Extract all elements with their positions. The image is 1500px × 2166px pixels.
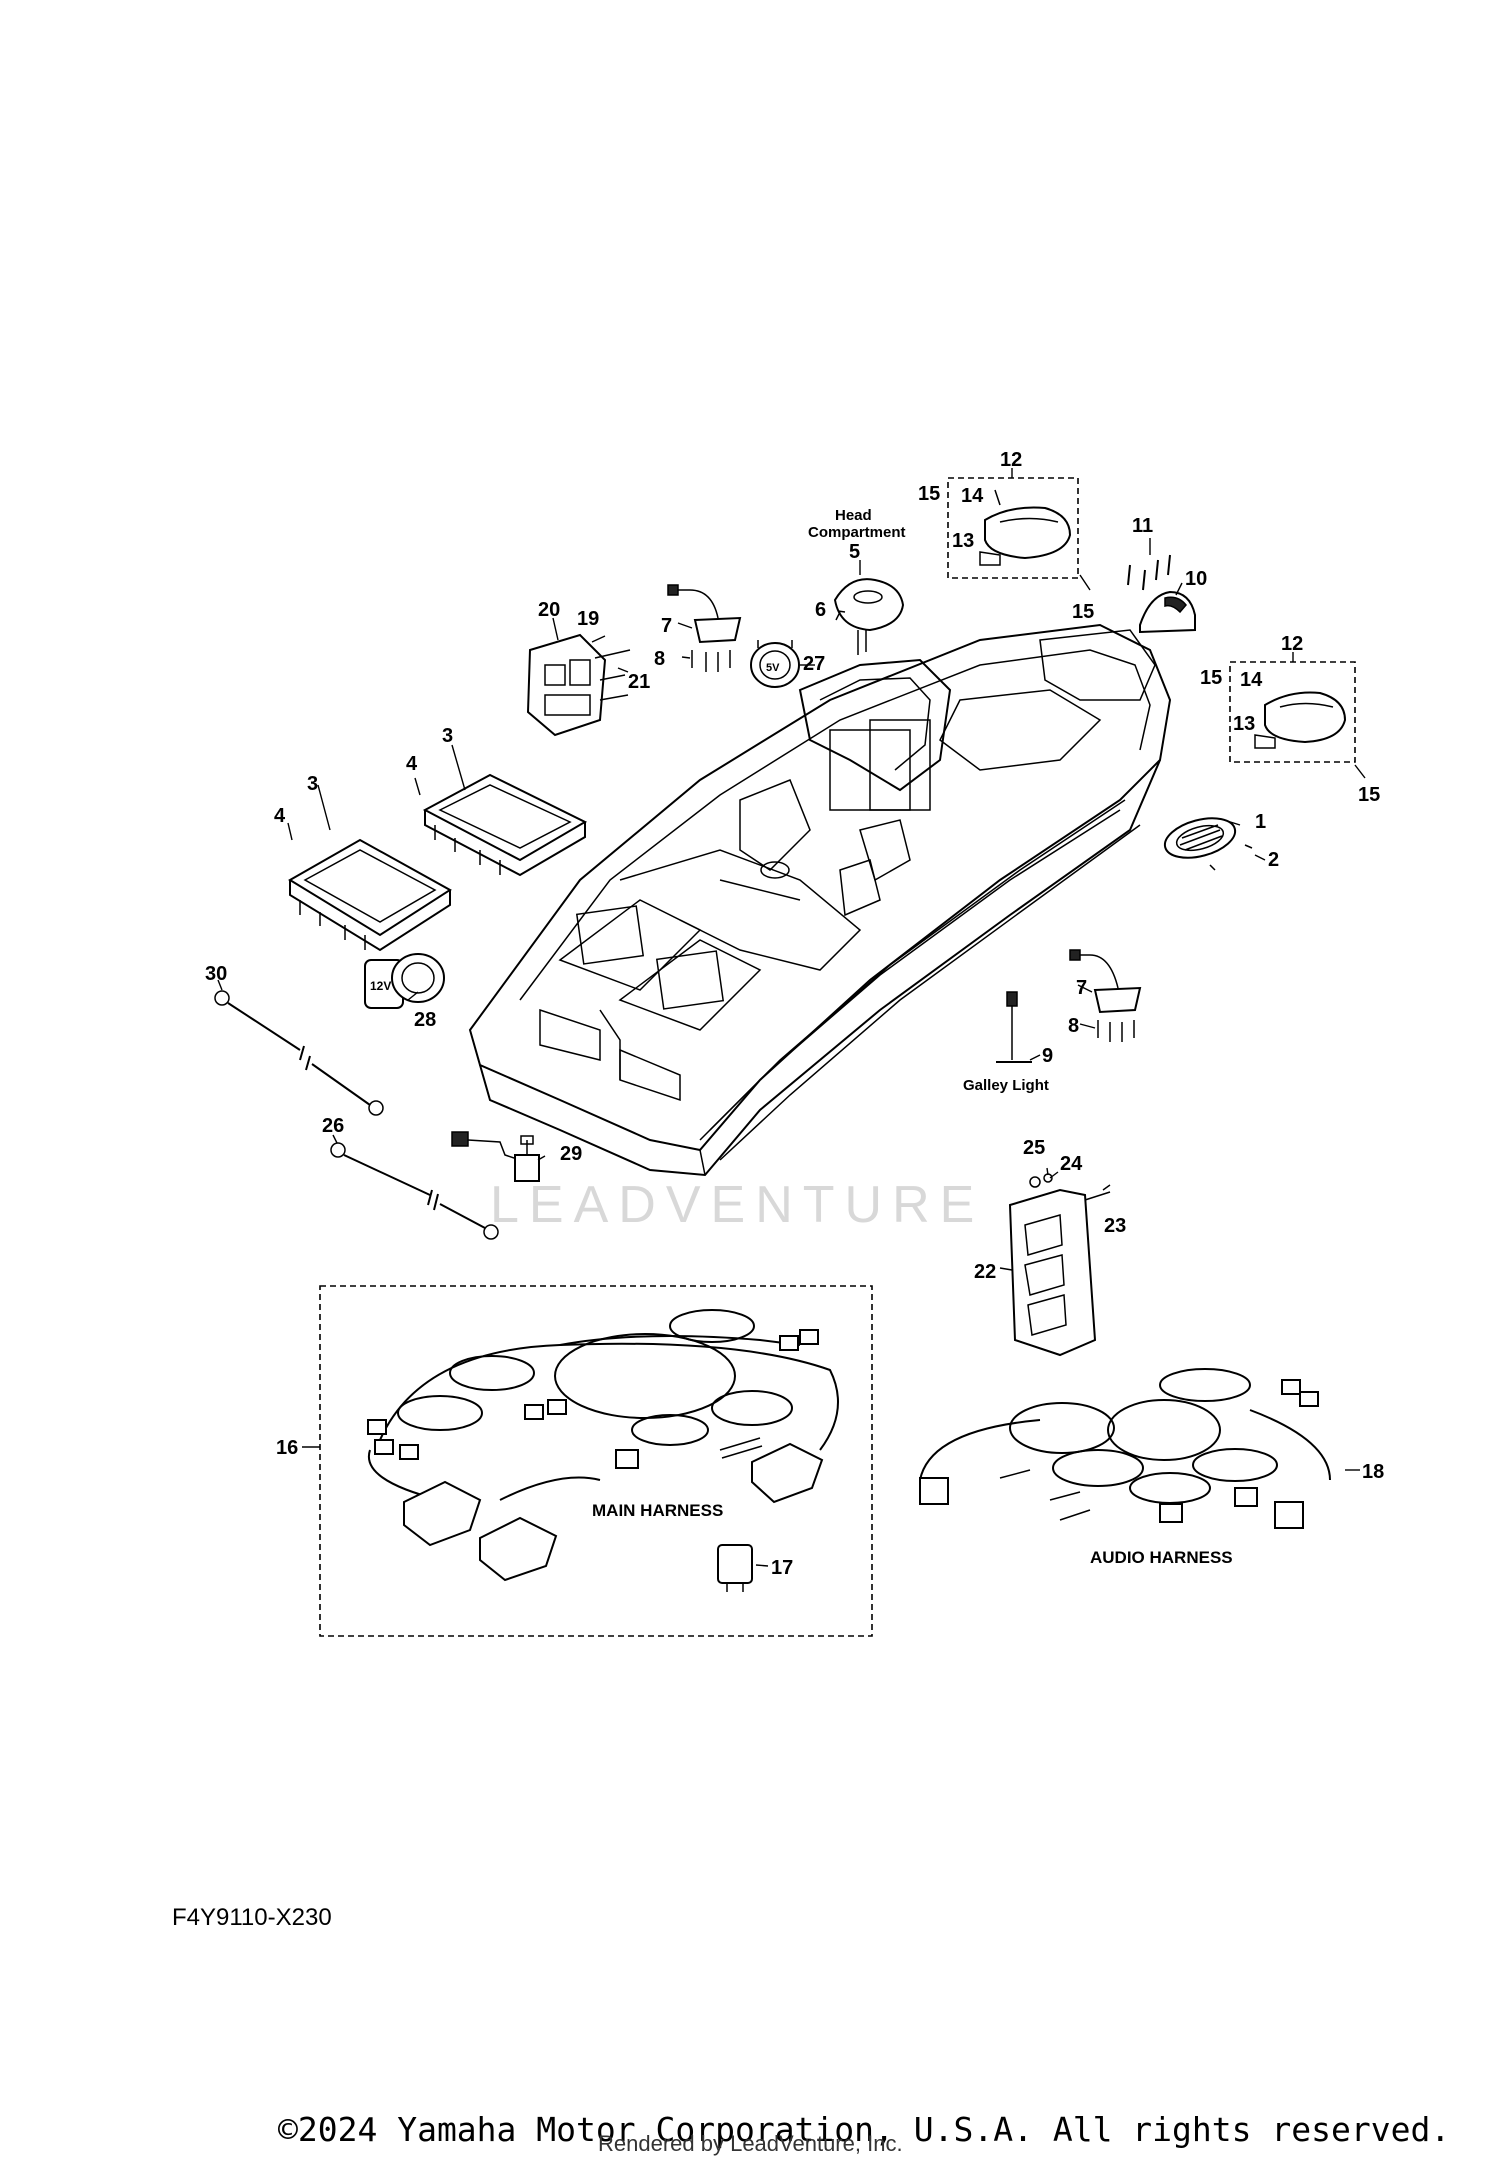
courtesy-light-upper [667, 584, 742, 672]
galley-light-label: Galley Light [963, 1077, 1049, 1094]
screws-11 [1127, 554, 1171, 591]
callout-13b: 13 [1233, 713, 1255, 735]
fuse-box [526, 633, 631, 737]
socket-12v: 12V [364, 953, 445, 1009]
callout-5: 5 [849, 541, 860, 563]
boat-hull [468, 623, 1172, 1177]
watermark: LEADVENTURE [490, 1176, 984, 1234]
callout-16: 16 [276, 1437, 298, 1459]
galley-light [996, 991, 1032, 1063]
callout-9: 9 [1042, 1045, 1053, 1067]
diagram-part-code: F4Y9110-X230 [172, 1904, 332, 1931]
callout-15b: 15 [1072, 601, 1094, 623]
callout-29: 29 [560, 1143, 582, 1165]
callout-15a: 15 [918, 483, 940, 505]
callout-3a: 3 [307, 773, 318, 795]
callout-19: 19 [577, 608, 599, 630]
callout-7b: 7 [1076, 977, 1087, 999]
callout-15c: 15 [1200, 667, 1222, 689]
housing-10 [1139, 590, 1196, 634]
copyright-notice: ©2024 Yamaha Motor Corporation, U.S.A. A… [278, 2110, 1451, 2149]
cable-30 [214, 990, 384, 1116]
head-compartment-label-1: Head [835, 507, 872, 524]
cable-26 [330, 1142, 499, 1240]
callout-14b: 14 [1240, 669, 1263, 691]
callout-20: 20 [538, 599, 560, 621]
callout-numbers: 1 2 3 3 4 4 5 6 7 7 8 8 9 10 11 12 12 13… [205, 449, 1384, 1579]
callout-12b: 12 [1281, 633, 1303, 655]
audio-harness-label: AUDIO HARNESS [1090, 1548, 1233, 1567]
callout-13a: 13 [952, 530, 974, 552]
battery-tray-left [288, 838, 452, 952]
callout-8a: 8 [654, 648, 665, 670]
callout-14a: 14 [961, 485, 984, 507]
callout-23: 23 [1104, 1215, 1126, 1237]
callout-28: 28 [414, 1009, 436, 1031]
head-compartment-label-2: Compartment [808, 524, 906, 541]
callout-2: 2 [1268, 849, 1279, 871]
callout-4a: 4 [274, 805, 286, 827]
courtesy-light-lower [1069, 949, 1142, 1042]
callout-1: 1 [1255, 811, 1266, 833]
callout-22: 22 [974, 1261, 996, 1283]
callout-30: 30 [205, 963, 227, 985]
callout-10: 10 [1185, 568, 1207, 590]
callout-6: 6 [815, 599, 826, 621]
audio-harness-group: AUDIO HARNESS [919, 1368, 1331, 1567]
sensor-29 [451, 1131, 540, 1182]
callout-17: 17 [771, 1557, 793, 1579]
socket-12v-label: 12V [370, 979, 391, 993]
callout-15d: 15 [1358, 784, 1380, 806]
callout-25: 25 [1023, 1137, 1045, 1159]
callout-4b: 4 [406, 753, 418, 775]
callout-3b: 3 [442, 725, 453, 747]
callout-18: 18 [1362, 1461, 1384, 1483]
callout-27: 27 [803, 653, 825, 675]
head-compartment-light [833, 578, 905, 655]
callout-24: 24 [1060, 1153, 1083, 1175]
speaker [1163, 817, 1253, 871]
callout-26: 26 [322, 1115, 344, 1137]
rendered-by-notice: Rendered by LeadVenture, Inc. [598, 2131, 903, 2156]
callout-11: 11 [1132, 515, 1153, 537]
battery-tray-right [422, 773, 588, 877]
callout-21: 21 [628, 671, 650, 693]
light-assembly-upper [947, 477, 1079, 579]
leader-lines [217, 468, 1366, 1567]
main-harness-label: MAIN HARNESS [592, 1501, 723, 1520]
bracket-22 [1008, 1173, 1111, 1357]
usb-charger: 5V [750, 640, 800, 688]
callout-12a: 12 [1000, 449, 1022, 471]
usb-5v-label: 5V [766, 662, 780, 674]
main-harness-group: MAIN HARNESS [319, 1285, 873, 1637]
callout-7a: 7 [661, 615, 672, 637]
callout-8b: 8 [1068, 1015, 1079, 1037]
